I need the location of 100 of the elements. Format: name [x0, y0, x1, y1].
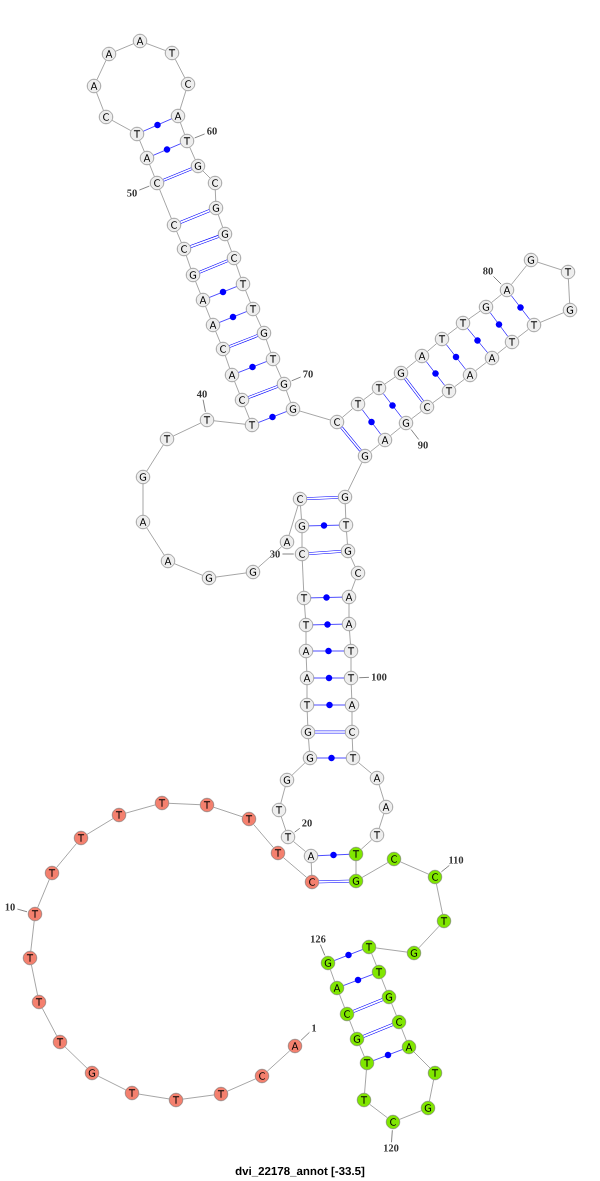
backbone-line [115, 43, 134, 52]
backbone-line [348, 603, 350, 618]
backbone-line [370, 444, 380, 452]
base-pair-line [258, 411, 287, 423]
backbone-line [146, 444, 164, 472]
base-pair-line [219, 311, 247, 323]
backbone-line [174, 58, 186, 79]
position-number: 120 [384, 1144, 399, 1152]
backbone-line [344, 503, 347, 519]
position-number: 90 [418, 441, 428, 449]
leader-line [17, 908, 28, 913]
backbone-line [347, 462, 363, 492]
backbone-line [375, 947, 408, 953]
backbone-line [454, 378, 465, 388]
base-pair-line [362, 1023, 394, 1038]
leader-line [410, 429, 420, 440]
base-pair-line [313, 674, 345, 682]
leader-line [300, 1032, 310, 1041]
backbone-line [475, 361, 487, 372]
caption: dvi_22178_annot [-33.5] [235, 1166, 365, 1178]
backbone-line [235, 264, 242, 278]
backbone-line [330, 969, 335, 982]
base-pair-line [343, 974, 373, 986]
backbone-line [234, 381, 240, 394]
backbone-line [205, 306, 211, 319]
backbone-line [283, 857, 307, 878]
backbone-line [138, 1093, 170, 1100]
backbone-line [304, 604, 306, 619]
backbone-line [346, 531, 348, 545]
backbone-line [265, 339, 272, 353]
backbone-line [432, 394, 444, 404]
backbone-line [64, 1046, 88, 1069]
backbone-line [96, 92, 104, 111]
backbone-line [195, 281, 201, 294]
base-pair-line [352, 998, 384, 1013]
backbone-line [275, 365, 282, 378]
position-number: 1 [312, 1024, 317, 1032]
base-pair-line [308, 522, 340, 529]
backbone-line [86, 818, 114, 835]
base-pair-line [510, 295, 531, 320]
backbone-line [427, 343, 437, 352]
backbone-line [146, 43, 166, 51]
backbone-line [213, 806, 243, 818]
backbone-line [288, 505, 299, 536]
base-pair-line [238, 361, 267, 373]
backbone-line [291, 762, 306, 776]
backbone-line [280, 786, 286, 804]
backbone-line [418, 925, 440, 949]
backbone-line [339, 994, 345, 1008]
backbone-line [400, 861, 429, 875]
backbone-line [308, 738, 310, 752]
backbone-line [97, 1075, 127, 1091]
backbone-line [300, 505, 302, 520]
backbone-line [359, 1045, 365, 1057]
base-pair-line [404, 377, 424, 403]
leader-line [294, 828, 301, 833]
leader-line [358, 677, 370, 678]
backbone-line [399, 1110, 422, 1120]
backbone-line [139, 140, 145, 152]
backbone-line [41, 1007, 58, 1037]
backbone-line [436, 883, 443, 915]
base-pair-line [382, 393, 403, 418]
backbone-line [350, 684, 353, 699]
backbone-line [447, 326, 458, 336]
backbone-line [253, 824, 274, 848]
backbone-line [125, 804, 156, 814]
position-number: 20 [302, 819, 312, 827]
backbone-line [413, 1051, 431, 1069]
backbone-line [401, 1028, 407, 1041]
backbone-line [56, 843, 77, 868]
backbone-line [179, 90, 187, 110]
base-pair-line [306, 495, 339, 501]
backbone-line [361, 862, 389, 878]
backbone-line [111, 120, 132, 131]
base-pair-line [316, 754, 347, 762]
backbone-line [185, 255, 192, 269]
backbone-line [391, 1003, 397, 1016]
position-number: 30 [270, 550, 280, 558]
base-pair-line [247, 385, 279, 399]
backbone-line [159, 189, 172, 219]
backbone-line [411, 410, 422, 420]
leader-line [493, 276, 502, 285]
backbone-line [280, 816, 287, 831]
backbone-line [214, 189, 217, 202]
backbone-line [189, 147, 196, 160]
base-pair-line [209, 286, 237, 298]
base-pair-line [425, 361, 446, 386]
backbone-line [350, 657, 352, 672]
base-pair-line [179, 209, 211, 224]
position-number: 80 [483, 267, 493, 275]
base-pair-line [189, 235, 220, 248]
base-pair-line [317, 851, 350, 859]
backbone-line [31, 964, 38, 996]
backbone-line [293, 841, 306, 852]
backbone-line [310, 862, 313, 876]
backbone-line [146, 527, 165, 556]
base-pair-line [228, 334, 259, 348]
backbone-line [363, 391, 374, 401]
backbone-line [173, 422, 201, 437]
backbone-line [406, 360, 417, 369]
